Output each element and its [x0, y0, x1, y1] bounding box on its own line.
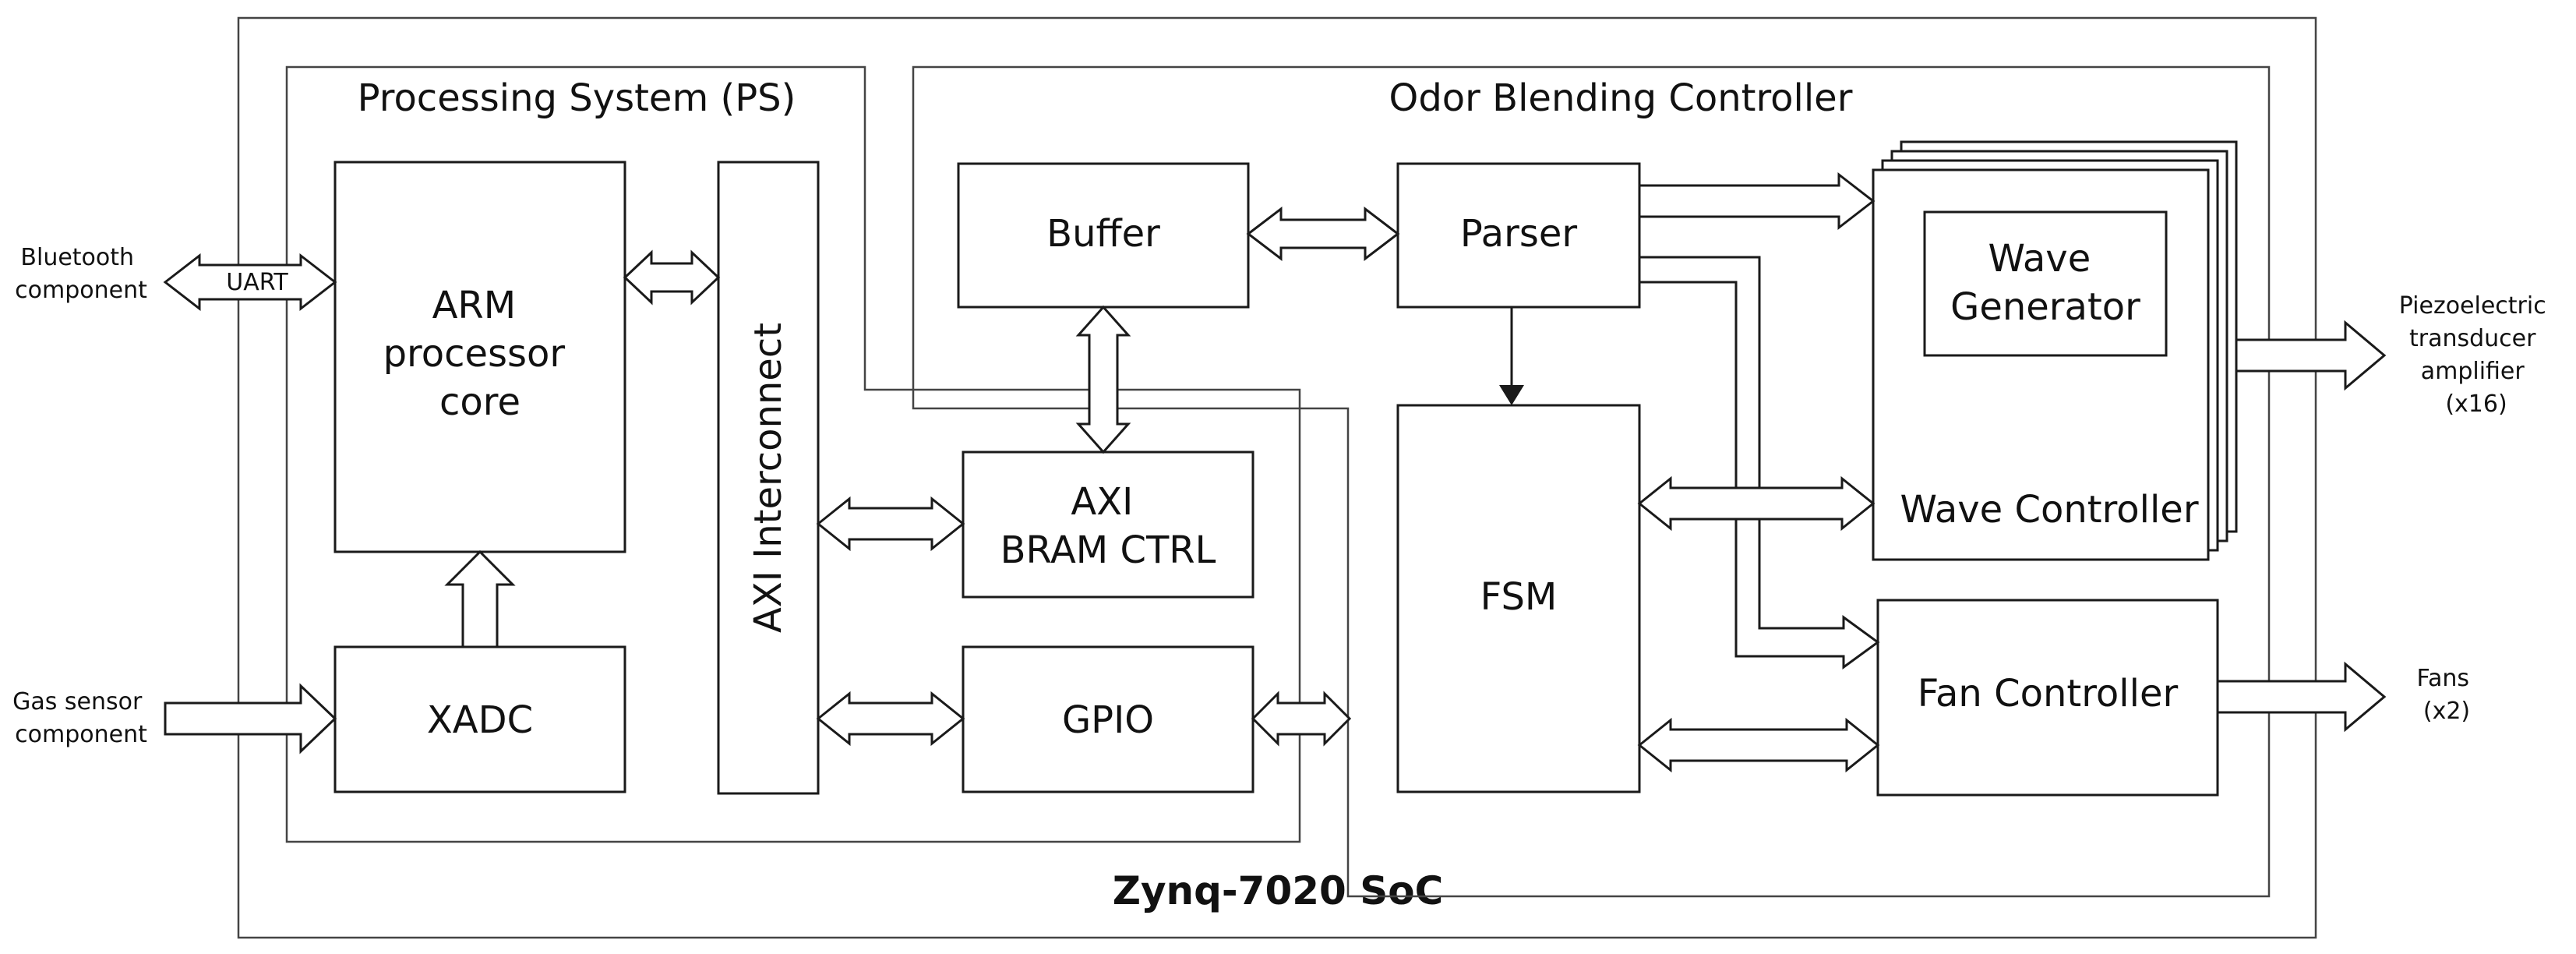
gas-sensor-link-arrow [164, 683, 337, 754]
bram-ctrl-label: AXI BRAM CTRL [1000, 480, 1216, 572]
parser-label: Parser [1460, 212, 1577, 256]
axi-bram-link [816, 496, 965, 552]
uart-link-arrow [163, 253, 337, 312]
gpio-fsm-link [1251, 691, 1352, 747]
obc-region-label: Odor Blending Controller [1389, 76, 1853, 120]
wave-piezo-link [2235, 320, 2387, 391]
fan-fans-link [2216, 661, 2387, 733]
ps-region-label: Processing System (PS) [358, 76, 796, 120]
axi-interconnect-label: AXI Interconnect [746, 323, 790, 633]
soc-boundary [237, 16, 2317, 939]
wave-controller-label: Wave Controller [1900, 488, 2198, 532]
fsm-label: FSM [1480, 575, 1558, 619]
axi-interconnect-block [717, 161, 820, 795]
arm-axi-link [623, 249, 721, 306]
xadc-block [333, 645, 626, 793]
uart-link-label: UART [226, 269, 288, 296]
fsm-fan-link [1637, 717, 1880, 773]
parser-block [1396, 162, 1641, 309]
axi-gpio-link [816, 691, 965, 747]
buffer-bram-link [1075, 305, 1131, 454]
wave-generator-label: Wave Generator [1950, 237, 2140, 329]
fsm-wave-link [1637, 475, 1876, 532]
xadc-arm-link [444, 549, 516, 648]
buffer-parser-link [1246, 206, 1400, 262]
gas-sensor-label: Gas sensor component [12, 688, 150, 748]
fan-controller-block [1876, 599, 2219, 797]
fsm-block [1396, 404, 1641, 793]
xadc-label: XADC [427, 698, 533, 742]
buffer-label: Buffer [1046, 212, 1160, 256]
bluetooth-label: Bluetooth component [15, 244, 147, 304]
wave-generator-block [1923, 210, 2168, 357]
ps-region [285, 65, 1301, 843]
parser-fsm-arrowhead [1499, 385, 1524, 405]
obc-region [912, 65, 2271, 898]
fans-label: Fans (x2) [2416, 665, 2476, 725]
piezo-label: Piezoelectric transducer amplifier (x16) [2399, 292, 2554, 418]
bram-ctrl-block [962, 450, 1254, 599]
fan-controller-label: Fan Controller [1918, 672, 2179, 716]
parser-fan-link [1638, 256, 1880, 670]
arm-core-label: ARM processor core [383, 284, 577, 424]
gpio-label: GPIO [1062, 698, 1154, 742]
soc-title: Zynq-7020 SoC [1113, 868, 1444, 913]
arm-core-block [333, 161, 626, 553]
parser-wave-link [1638, 171, 1876, 231]
buffer-block [957, 162, 1250, 309]
